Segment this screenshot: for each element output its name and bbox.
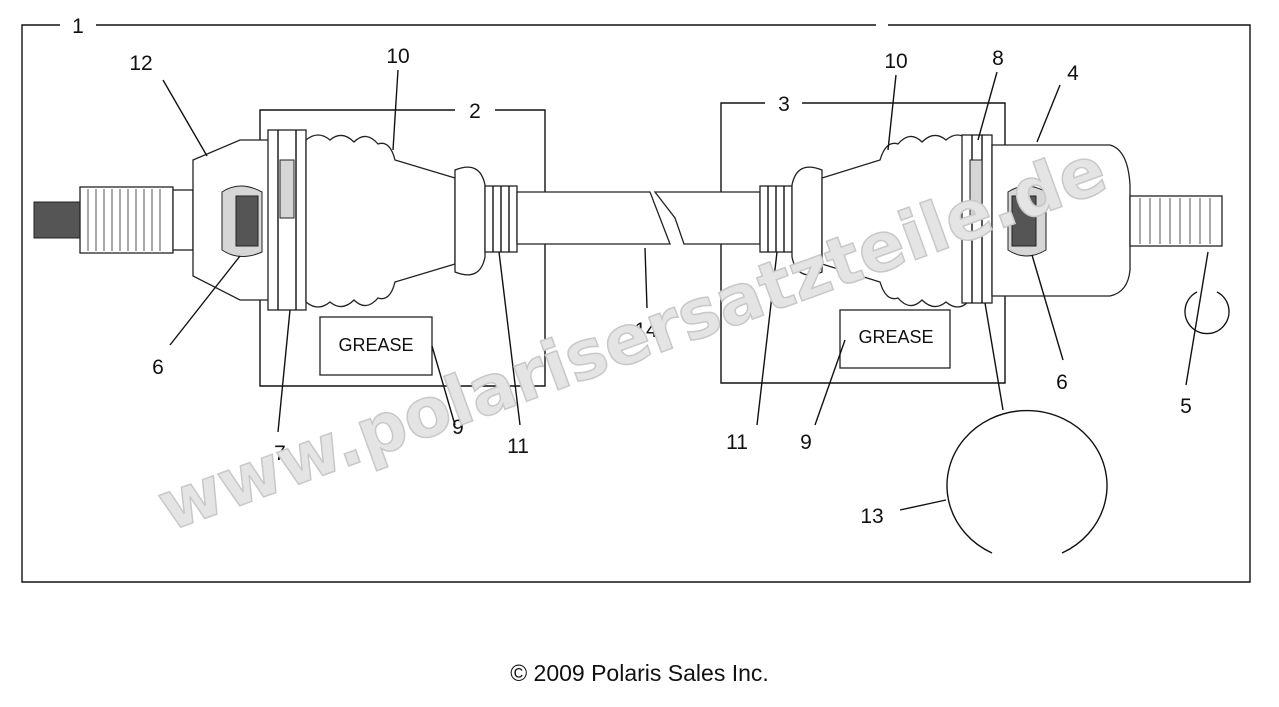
right-clamp-8 <box>961 134 993 304</box>
left-boot <box>305 134 486 308</box>
callout-3: 3 <box>778 93 790 116</box>
callout-13: 13 <box>860 505 883 528</box>
right-cv-housing-4 <box>991 144 1131 297</box>
callout-11-right: 11 <box>726 431 748 454</box>
callout-7: 7 <box>274 442 286 465</box>
callout-9-left: 9 <box>452 416 464 439</box>
kit-box-2 <box>259 109 546 387</box>
left-cv-housing <box>192 139 276 301</box>
left-splined-stub <box>33 186 194 254</box>
grease-box-left: GREASE <box>319 316 433 376</box>
callouts: 1 2 3 4 5 6 6 7 8 9 9 10 10 11 11 12 13 … <box>72 15 1192 528</box>
right-boot <box>791 134 969 308</box>
right-boot-clamp-11 <box>759 185 793 253</box>
callout-1: 1 <box>72 15 84 38</box>
grease-box-right: GREASE <box>839 309 951 369</box>
kit-box-3 <box>720 102 1006 384</box>
callout-10-left: 10 <box>386 45 409 68</box>
grease-label-left: GREASE <box>338 335 413 355</box>
callout-9-right: 9 <box>800 431 812 454</box>
callout-6-right: 6 <box>1056 371 1068 394</box>
callout-4: 4 <box>1067 62 1079 85</box>
grease-label-right: GREASE <box>858 327 933 347</box>
leader-lines <box>162 69 1209 511</box>
callout-2: 2 <box>469 100 481 123</box>
copyright-notice: © 2009 Polaris Sales Inc. <box>510 660 769 686</box>
snap-ring-5 <box>1184 291 1230 335</box>
left-boot-clamp-11 <box>484 185 518 253</box>
outer-frame <box>21 24 1251 583</box>
left-clamp-7 <box>267 129 307 311</box>
axle-shaft-14 <box>516 191 761 245</box>
right-splined-stub <box>1129 195 1223 247</box>
clamp-ring-13 <box>946 409 1108 554</box>
callout-14: 14 <box>634 319 658 342</box>
callout-11-left: 11 <box>507 435 529 458</box>
callout-12: 12 <box>129 52 152 75</box>
callout-10-right: 10 <box>884 50 907 73</box>
callout-6-left: 6 <box>152 356 164 379</box>
callout-8: 8 <box>992 47 1004 70</box>
callout-5: 5 <box>1180 395 1192 418</box>
